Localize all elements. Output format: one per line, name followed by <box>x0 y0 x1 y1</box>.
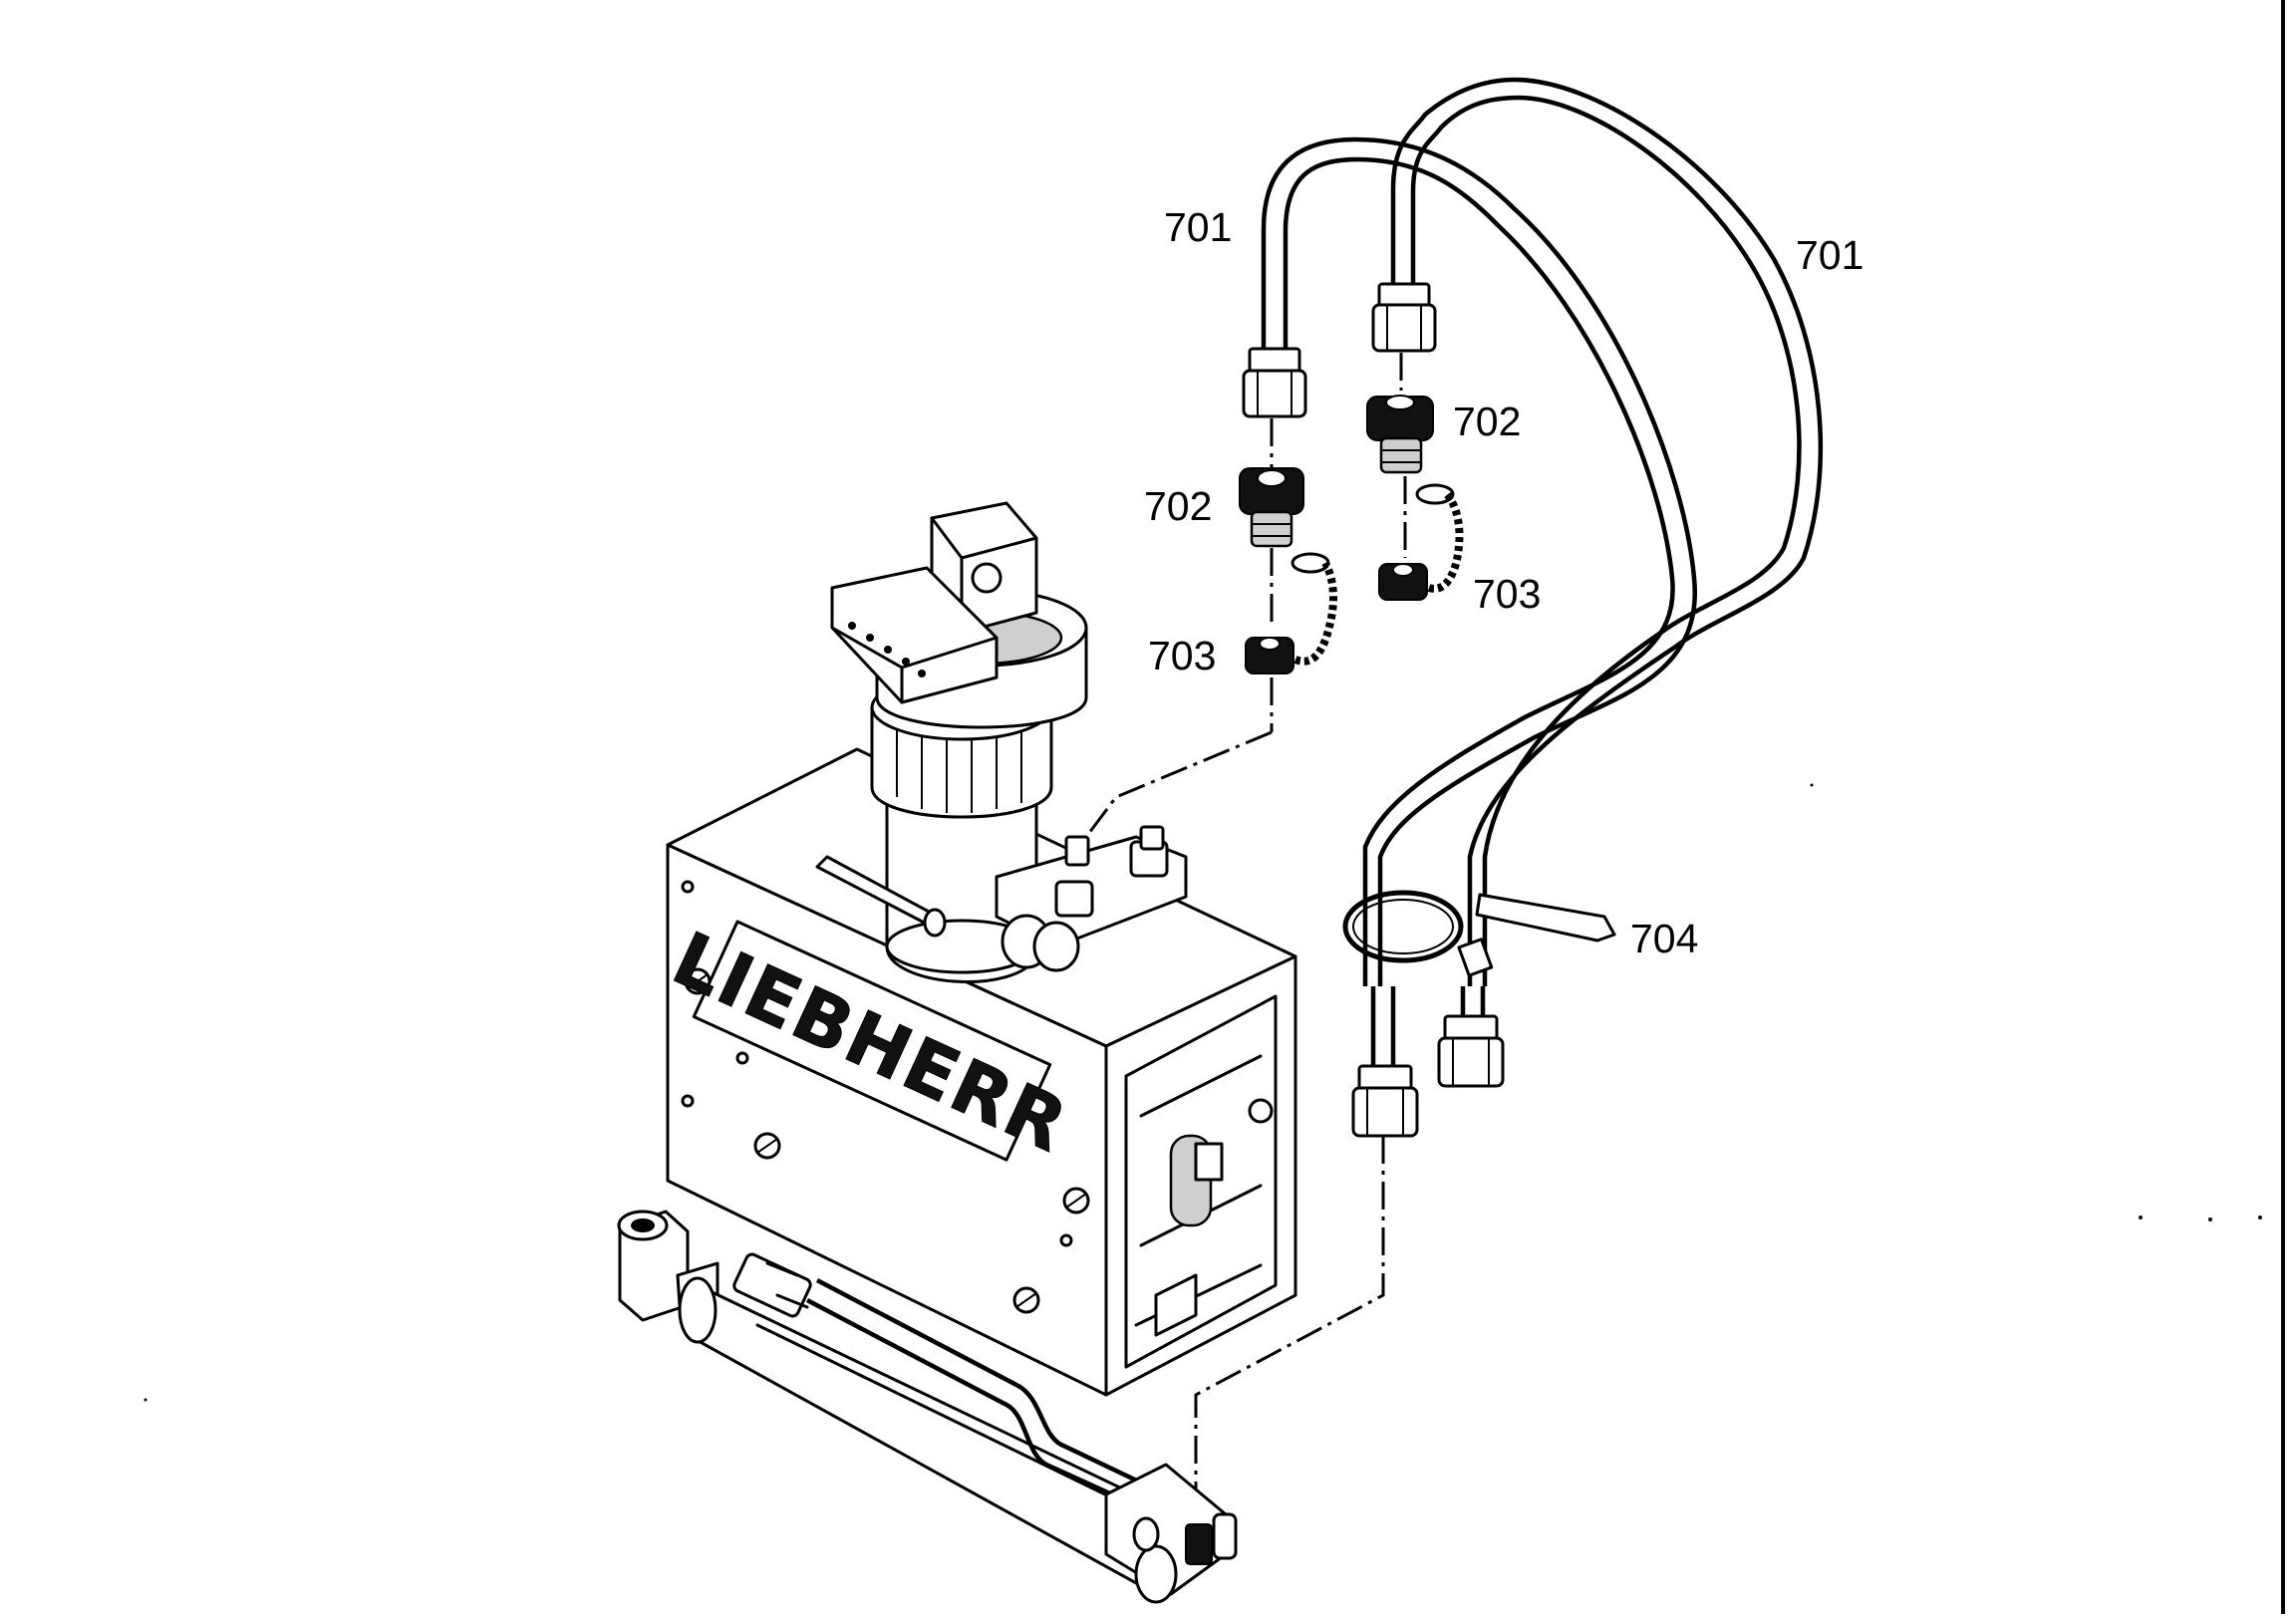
callout-702-right: 702 <box>1453 399 1521 444</box>
callout-labels: 701 701 702 702 703 703 704 <box>1144 204 1864 961</box>
callout-703-left: 703 <box>1148 633 1216 678</box>
pump-valve-head <box>815 501 1188 983</box>
hose-fitting-bottom-left <box>1351 986 1419 1138</box>
hose-fitting-bottom-right <box>1437 986 1505 1088</box>
cylinder-port-fittings <box>1185 1512 1238 1565</box>
scan-specks <box>144 783 2262 1402</box>
port-nuts <box>1001 825 1169 972</box>
adapter-702-left <box>1239 418 1304 548</box>
callout-702-left: 702 <box>1144 483 1212 529</box>
hose-clamp-704 <box>1342 890 1616 977</box>
assembly-path-lines <box>1084 730 1385 1524</box>
callout-701-right: 701 <box>1796 232 1864 278</box>
hose-fitting-top-right <box>1371 282 1437 353</box>
hydraulic-cylinder <box>617 1210 1238 1604</box>
adapter-702-right <box>1366 353 1434 474</box>
dust-cap-703-left <box>1245 548 1337 732</box>
dust-cap-703-right <box>1378 476 1464 601</box>
hose-fitting-top-left <box>1242 347 1307 418</box>
callout-701-left: 701 <box>1164 204 1232 250</box>
hose-assembly-701 <box>1242 77 1824 1138</box>
callout-704: 704 <box>1630 916 1698 961</box>
callout-703-right: 703 <box>1473 571 1541 617</box>
